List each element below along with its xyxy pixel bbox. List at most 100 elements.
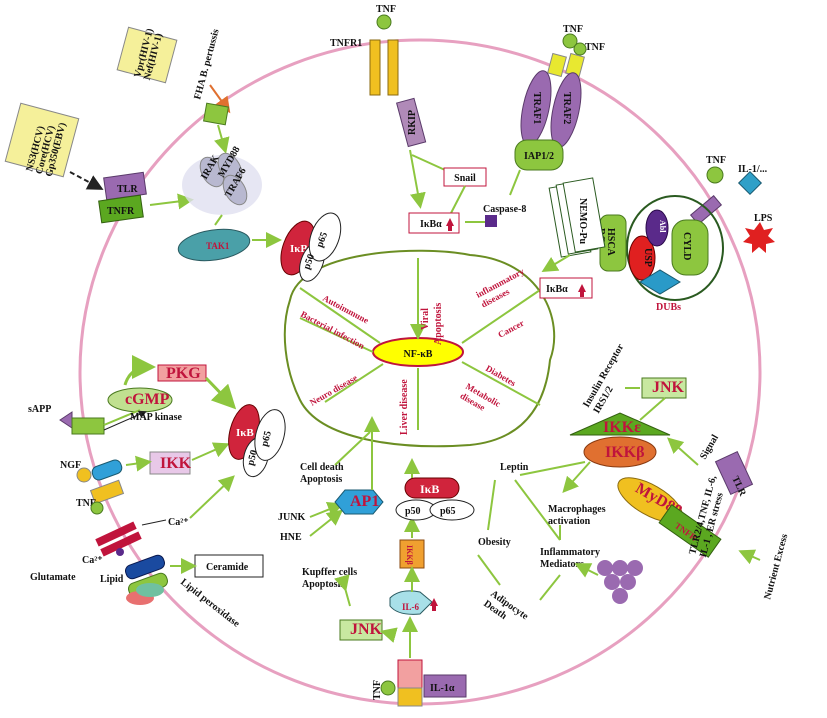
tlr2-label: TLR2/4,TNF, IL-6,IL-1 , ER stress [687,474,729,559]
ikke-triangle [569,412,671,436]
il6-shape [389,590,433,615]
lipid-label: Lipid [100,574,124,585]
il1-diamond [737,170,763,196]
p50-label-top: p50 [301,253,317,271]
pkg-label: PKG [166,365,201,382]
tnfr1-label: TNFR1 [330,38,362,49]
radial-lines [299,258,541,430]
p50-label-left: p50 [245,449,260,467]
pkg-box [157,364,207,382]
p65-label-bottom: p65 [440,506,456,517]
bottom-receptor [397,659,423,689]
nutrient-excess-label: Nutrient Excess [762,533,790,601]
junk-label: JUNK [278,512,305,523]
traf6-shape [222,174,248,206]
label-diabetes: Diabetes [484,363,518,388]
il1-label: IL-1/... [738,164,768,175]
tak1-shape [177,228,251,262]
nemo-box [562,177,606,253]
dubs-diamond [639,269,681,295]
caspase-square [485,215,497,227]
tnfr1-group: TNF TNFR1 RKIP [330,4,446,209]
rkip-box [396,97,427,148]
tnfr-box-right [658,504,722,558]
ap1-label: AP1 [350,493,379,510]
tnfr-label-tl: TNFR [107,206,135,217]
label-liver: Liver disease [399,379,410,435]
jnk-label-right: JNK [652,379,685,396]
p50-label-bottom: p50 [405,506,421,517]
tnf-label-rt: TNF [706,155,726,166]
map-kinase-label: MAP kinase [130,412,183,423]
il1a-box [423,674,467,698]
tnf-ligand-rt [706,166,724,184]
lipid-peroxidase-label: Lipid peroxidase [178,577,242,630]
ikkbeta-box-bottom [399,539,425,569]
iap-box [514,139,564,171]
obesity-label: Obesity [478,537,511,548]
ikb-label-bottom: IκB [420,482,439,496]
tnf-label-traf2: TNF [585,42,605,53]
abl-label: Abl [658,220,667,233]
top-left-group: Vpr(HIV-1)Nef(HIV-1) FHA B. pertussis NS… [4,26,282,262]
ikb-complex-top: IκB p50 p65 [280,212,342,282]
ikkbeta-label-bottom: IKKβ [405,545,414,565]
abl-shape [645,209,669,247]
glutamate-label: Glutamate [30,572,76,583]
tnf-label-left: TNF [76,498,96,509]
fha-label: FHA B. pertussis [192,28,221,101]
tnfr-box-tl [98,194,144,224]
ikb-complex-left: IκB p50 p65 [228,404,286,478]
dubs-label: DUBs [656,302,681,313]
label-apoptosis: Apoptosis [433,303,444,345]
caspase-label: Caspase-8 [483,204,526,215]
label-cancer: Cancer [496,318,525,340]
tnf-label-top: TNF [376,4,396,15]
usp-label: USP [642,248,653,267]
insulin-receptor-label: Insulin ReceptorIRS1/2 [581,342,637,416]
up-arrow-icon-rt [578,284,586,297]
rkip-label: RKIP [407,110,418,135]
ns3-box [4,102,80,178]
lps-star [743,222,775,253]
p65-label-left: p65 [259,430,274,448]
ikke-label: IKKε [603,419,641,436]
nemo-group: TNF IL-1/... LPS USP Abl CYLD DUBs HSCAR… [539,155,775,313]
ikb-shape-bottom [404,477,460,499]
up-arrow-icon [446,218,454,231]
cyld-box [671,219,709,276]
label-neuro: Neuro disease [308,373,359,408]
ngf-label: NGF [60,460,81,471]
il6-label: IL-6 [402,602,420,612]
tnf-ligand-3 [573,42,587,56]
usp-shape [628,235,656,281]
p65-label-top: p65 [314,231,330,249]
tnfr1-receptor-a [369,39,381,96]
ikkbeta-ellipse [583,436,657,468]
jnk-label-bottom: JNK [350,621,383,638]
ikkbeta-label-right: IKKβ [605,444,645,461]
il1a-label: IL-1α [430,683,455,694]
ca-label-2: Ca²⁺ [82,555,103,566]
tak1-label: TAK1 [206,241,230,251]
snail-label: Snail [454,173,476,184]
tlr-box-right [714,450,754,496]
tnfr1-receptor-b [387,39,399,96]
left-group: PKG cGMP sAPP MAP kinase NGF TNF IKK Ca²… [28,355,264,630]
lps-label: LPS [754,213,773,224]
nemo-label: NEMO-Pu [577,198,588,245]
ikba-box-top [408,212,460,234]
mediator-cluster [597,560,643,604]
ikb-label-top: IκB [290,243,308,255]
tnf-label-bottom: TNF [372,680,383,700]
traf1-label: TRAF1 [531,92,542,124]
traf-group: TNF TNF TRAF1 TRAF2 IAP1/2 [509,24,605,196]
dubs-circle [626,195,724,301]
ikba-box-rt [539,277,593,299]
cgmp-label: cGMP [125,391,170,408]
